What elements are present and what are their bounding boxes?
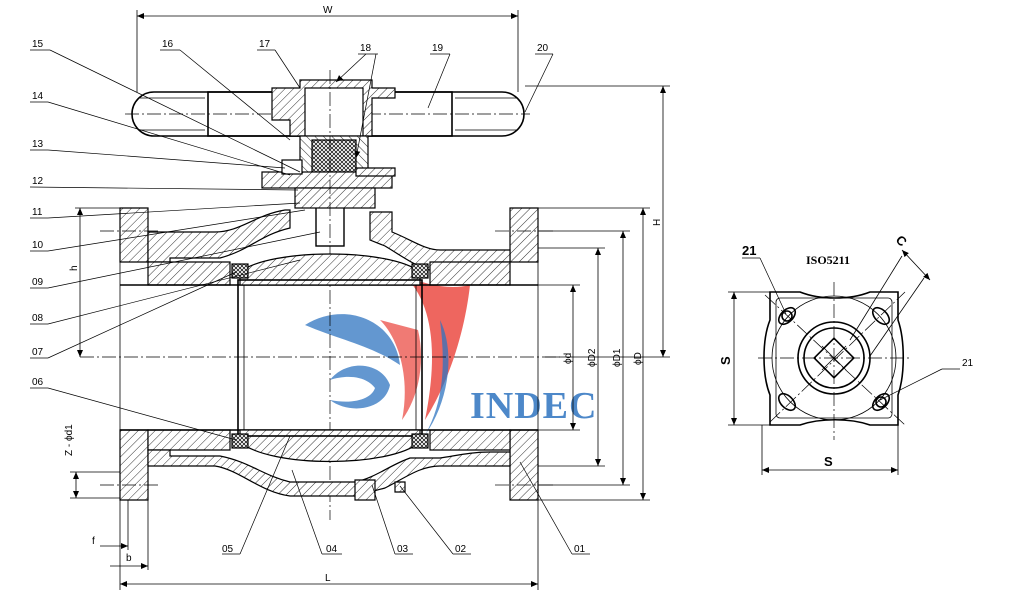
part-label-08: 08: [32, 313, 44, 324]
dim-S-horizontal: S: [824, 454, 833, 469]
part-label-01: 01: [574, 544, 586, 555]
dim-D: ϕD: [633, 352, 644, 365]
dim-zd1: Z - ϕd1: [64, 424, 75, 456]
dim-d: ϕd: [563, 353, 574, 364]
part-label-21-top: 21: [742, 243, 756, 258]
logo-blue-stroke: [425, 320, 449, 435]
logo-blue-wave: [305, 314, 400, 365]
dim-H: H: [652, 219, 663, 226]
part-labels: 15 14 13 12 11 10 09 08 07 06 16 17 18 1…: [29, 39, 590, 555]
part-label-16: 16: [162, 39, 174, 50]
part-label-09: 09: [32, 277, 44, 288]
part-label-04: 04: [326, 544, 338, 555]
part-label-07: 07: [32, 347, 44, 358]
part-label-18: 18: [360, 43, 372, 54]
dim-W: W: [323, 5, 333, 16]
part-label-13: 13: [32, 139, 44, 150]
logo-red-flame-2: [380, 320, 422, 420]
part-label-03: 03: [397, 544, 409, 555]
part-label-05: 05: [222, 544, 234, 555]
part-label-10: 10: [32, 240, 44, 251]
part-label-02: 02: [455, 544, 467, 555]
part-label-15: 15: [32, 39, 44, 50]
top-view: ISO5211 21 21 C S: [718, 232, 974, 475]
dim-L: L: [325, 573, 331, 584]
indec-logo: INDEC: [305, 275, 597, 435]
dim-D1: ϕD1: [612, 348, 623, 367]
part-label-17: 17: [259, 39, 271, 50]
part-label-11: 11: [32, 207, 43, 218]
dim-f: f: [92, 536, 95, 547]
handle: [125, 79, 530, 137]
dim-b: b: [126, 553, 132, 564]
part-label-19: 19: [432, 43, 444, 54]
dim-h: h: [69, 265, 80, 271]
part-label-06: 06: [32, 377, 44, 388]
logo-blue-swirl: [330, 365, 390, 409]
part-label-21-right: 21: [962, 358, 974, 369]
iso-standard-label: ISO5211: [806, 253, 850, 267]
dim-S-vertical: S: [718, 356, 733, 365]
dim-C: C: [893, 232, 911, 250]
part-label-12: 12: [32, 176, 44, 187]
dim-D2: ϕD2: [587, 348, 598, 367]
logo-text: INDEC: [470, 385, 597, 427]
part-label-14: 14: [32, 91, 44, 102]
ball: [231, 253, 429, 501]
part-label-20: 20: [537, 43, 549, 54]
valve-body: [80, 207, 560, 501]
dimensions: W H ϕD ϕD1 ϕD2 ϕd h Z - ϕd1: [64, 5, 670, 590]
logo-red-flame: [404, 275, 470, 420]
